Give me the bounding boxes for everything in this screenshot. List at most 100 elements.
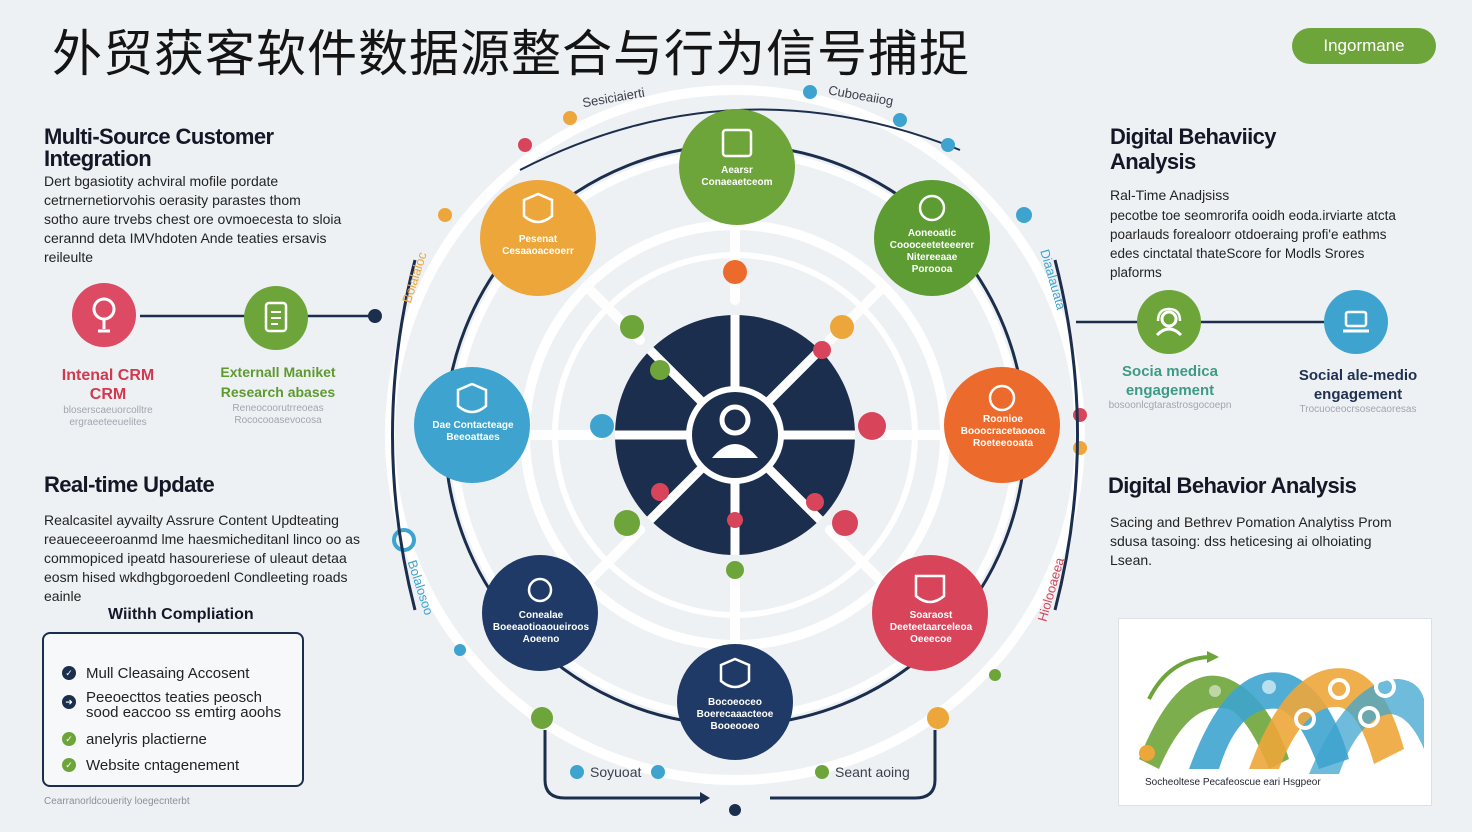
user-icon	[712, 404, 758, 458]
orbit-dot	[563, 111, 577, 125]
orbit-dot	[1073, 441, 1087, 455]
checklist-item-text: anelyris plactierne	[86, 731, 207, 748]
headset-icon	[1155, 307, 1183, 337]
check-icon: ✓	[62, 732, 76, 746]
satellite-icon	[832, 510, 858, 536]
left-top-title-line1: Multi-Source Customer	[44, 124, 274, 149]
orbit-dot	[893, 113, 907, 127]
checklist-item[interactable]: ✓ Mull Cleasaing Accosent	[62, 666, 249, 681]
node-top[interactable]	[679, 109, 795, 225]
left-mid-body-line: eosm hised wkdhgbgoroedenl Condleeting r…	[44, 569, 348, 585]
node-top-label: Aearsr Conaeaetceom	[701, 165, 773, 188]
orbit-dot	[941, 138, 955, 152]
outer-ring	[385, 85, 1085, 785]
satellite-icon	[531, 707, 553, 729]
orbit-dot	[518, 138, 532, 152]
left-top-body-line: reileulte	[44, 249, 94, 265]
satellite-icon	[726, 561, 744, 579]
node-bottom-label: Bocoeoceo Boerecaaacteoe Booeooeo	[696, 697, 774, 732]
node-bottom-left-label: Conealae Boeeaotioaoueiroos Aoeeno	[492, 610, 590, 645]
bottom-left-label: Soyuoat	[570, 764, 671, 780]
satellite-icon	[806, 493, 824, 511]
footer-note: Cearranorldcouerity loegecnterbt	[44, 796, 190, 807]
node-bottom-left[interactable]	[482, 555, 598, 671]
orbit-dot	[803, 85, 817, 99]
left-mid-body-line: Realcasitel ayvailty Assrure Content Upd…	[44, 512, 339, 528]
left-bracket	[391, 259, 417, 611]
social-media-icon-circle[interactable]	[1137, 290, 1201, 354]
bottom-left-label-text: Soyuoat	[590, 764, 642, 780]
checklist-item[interactable]: ✓ anelyris plactierne	[62, 732, 207, 747]
node-bottom-right[interactable]	[872, 555, 988, 671]
left-top-body-line: cerannd deta IMVhdoten Ande teaties ersa…	[44, 230, 327, 246]
wave-caption: Socheoltese Pecafeoscue eari Hsgpeor	[1145, 777, 1321, 788]
shield-icon	[522, 192, 554, 224]
node-top-left[interactable]	[480, 180, 596, 296]
checklist-item-text: Mull Cleasaing Accosent	[86, 665, 250, 682]
compliance-checklist: ✓ Mull Cleasaing Accosent ➜ Peeoecttos t…	[42, 632, 304, 787]
market-label: Externall Maniket Research abases	[220, 364, 336, 400]
right-mid-body: Sacing and Bethrev Pomation Analytiss Pr…	[1110, 513, 1450, 570]
check-icon: ➜	[62, 695, 76, 709]
check-icon: ✓	[62, 758, 76, 772]
wave-illustration	[1139, 651, 1424, 774]
document-icon	[264, 301, 288, 333]
node-top-right[interactable]	[874, 180, 990, 296]
right-top-title: Digital Behaviicy Analysis	[1110, 126, 1276, 173]
satellite-icon	[614, 510, 640, 536]
checklist-item[interactable]: ➜ Peeoecttos teaties peosch sood eaccoo …	[62, 690, 281, 720]
satellite-icon	[723, 260, 747, 284]
orbit-dot	[454, 644, 466, 656]
node-right-label: Roonioe Booocracetaoooa Roeteeooata	[960, 414, 1046, 449]
wave-illustration-card: Socheoltese Pecafeoscue eari Hsgpeor	[1118, 618, 1432, 806]
right-top-body-line: edes cinctatal thateScore for Modls Sror…	[1110, 246, 1365, 261]
satellite-icon	[727, 512, 743, 528]
node-top-right-label: Aoneoatic Coooceeteteeerer Nitereeaae Po…	[889, 228, 975, 275]
satellite-icon	[650, 360, 670, 380]
right-mid-title: Digital Behavior Analysis	[1108, 473, 1357, 498]
orbit-dot	[1016, 207, 1032, 223]
shield-icon	[719, 657, 751, 689]
social-media-small-text: bosoonlcgtarastrosgocoepn	[1108, 400, 1232, 411]
checklist-item-text: Peeoecttos teaties peosch sood eaccoo ss…	[86, 689, 282, 721]
bottom-arrow-left	[543, 730, 700, 800]
crm-small-text: bloserscaeuorcolltre ergraeeteeuelites	[63, 405, 153, 428]
left-mid-title: Real-time Update	[44, 472, 215, 497]
social-media-label: Socia medica engagement	[1122, 363, 1218, 399]
bottom-right-label: Seant aoing	[815, 764, 910, 780]
left-top-body-line: Dert bgasiotity achviral mofile pordate	[44, 173, 279, 189]
market-small-text: Reneocoorutrreoeas Rococooasevocosa	[232, 403, 324, 426]
gear-icon	[527, 577, 553, 603]
social-engagement-small-text: Trocuoceocrsosecaoresas	[1299, 404, 1417, 415]
left-mid-body-line: eainle	[44, 588, 82, 604]
dot-icon	[570, 765, 584, 779]
satellite-icon	[927, 707, 949, 729]
node-right[interactable]	[944, 367, 1060, 483]
social-engagement-icon-circle[interactable]	[1324, 290, 1388, 354]
checklist-item-text: Website cntagenement	[86, 757, 240, 774]
satellite-icon	[590, 414, 614, 438]
node-left[interactable]	[414, 367, 530, 483]
orbit-dot	[438, 208, 452, 222]
bottom-arrow-right	[770, 730, 937, 800]
node-left-label: Dae Contacteage Beeoattaes	[432, 420, 514, 443]
dot-icon	[651, 765, 666, 779]
brand-badge[interactable]: Ingormane	[1292, 28, 1436, 64]
right-mid-body-line: Sacing and Bethrev Pomation Analytiss Pr…	[1110, 514, 1392, 530]
left-mid-body: Realcasitel ayvailty Assrure Content Upd…	[44, 511, 394, 606]
crm-label: Intenal CRM CRM	[61, 367, 155, 403]
right-top-body-line: poarlauds forealoorr otdoeraing profi'e …	[1110, 227, 1387, 242]
check-icon: ✓	[62, 666, 76, 680]
left-top-body-line: cetrnernetiorvohis oerasity parastes tho…	[44, 192, 301, 208]
crm-icon-circle[interactable]	[72, 283, 136, 347]
satellite-icon	[830, 315, 854, 339]
node-bottom[interactable]	[677, 644, 793, 760]
satellite-icon	[858, 412, 886, 440]
dot-icon	[815, 765, 829, 779]
right-top-body-line: pecotbe toe seomrorifa ooidh eoda.irviar…	[1110, 208, 1396, 223]
right-top-body: pecotbe toe seomrorifa ooidh eoda.irviar…	[1110, 206, 1450, 282]
orbit-dot	[989, 669, 1001, 681]
left-top-body-line: sotho aure trvebs chest ore ovmoecesta t…	[44, 211, 342, 227]
market-research-icon-circle[interactable]	[244, 286, 308, 350]
checklist-item[interactable]: ✓ Website cntagenement	[62, 758, 239, 773]
